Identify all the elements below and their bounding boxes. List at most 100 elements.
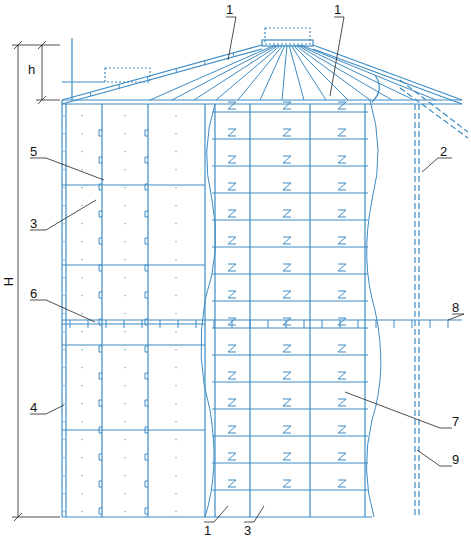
stroke — [99, 373, 100, 379]
stroke — [125, 349, 126, 350]
stroke — [228, 129, 236, 130]
stroke — [430, 320, 431, 328]
stroke — [228, 352, 236, 353]
stroke — [145, 433, 148, 434]
stroke — [82, 457, 83, 458]
stroke — [212, 463, 368, 464]
stroke — [82, 259, 83, 260]
stroke — [394, 320, 395, 328]
stroke — [125, 475, 126, 476]
stroke — [176, 241, 177, 242]
stroke — [176, 169, 177, 170]
stroke — [145, 130, 148, 131]
stroke — [145, 460, 148, 461]
stroke — [99, 460, 102, 461]
stroke — [228, 183, 236, 184]
stroke — [64, 313, 65, 314]
stroke — [228, 406, 236, 407]
stroke — [338, 352, 346, 353]
stroke — [338, 291, 346, 298]
stroke — [145, 184, 148, 185]
stroke — [228, 183, 236, 190]
stroke — [64, 115, 65, 116]
stroke — [283, 399, 291, 400]
stroke — [228, 480, 236, 487]
stroke — [145, 373, 148, 374]
stroke — [64, 367, 65, 368]
stroke — [99, 217, 102, 218]
stroke — [99, 130, 100, 136]
stroke — [99, 211, 102, 212]
stroke — [99, 514, 102, 515]
stroke — [283, 244, 291, 245]
stroke — [228, 372, 236, 373]
stroke — [283, 156, 291, 163]
stroke — [125, 115, 126, 116]
stroke — [228, 210, 236, 211]
stroke — [145, 163, 148, 164]
stroke — [142, 320, 143, 328]
stroke — [176, 403, 177, 404]
stroke — [82, 511, 83, 512]
stroke — [145, 400, 146, 406]
stroke — [145, 454, 148, 455]
stroke — [228, 379, 236, 380]
stroke — [99, 244, 102, 245]
stroke — [260, 45, 285, 100]
stroke — [176, 457, 177, 458]
dimension-label: h — [28, 63, 35, 76]
stroke — [99, 211, 100, 217]
stroke — [212, 328, 368, 329]
stroke — [99, 508, 102, 509]
stroke — [119, 84, 120, 88]
stroke — [228, 264, 236, 265]
stroke — [99, 481, 102, 482]
stroke — [99, 433, 102, 434]
stroke — [99, 184, 100, 190]
stroke — [90, 92, 91, 96]
stroke — [338, 298, 346, 299]
stroke — [64, 475, 65, 476]
stroke — [338, 156, 346, 157]
stroke — [125, 169, 126, 170]
stroke — [338, 183, 346, 190]
stroke — [228, 210, 236, 217]
stroke — [99, 157, 102, 158]
stroke — [64, 457, 65, 458]
stroke — [204, 61, 205, 65]
stroke — [64, 385, 65, 386]
stroke — [228, 136, 236, 137]
stroke — [212, 274, 368, 275]
stroke — [145, 292, 146, 298]
stroke — [145, 514, 148, 515]
stroke — [283, 136, 291, 137]
callout-number: 5 — [30, 145, 37, 158]
stroke — [196, 320, 197, 328]
stroke — [283, 102, 291, 109]
stroke — [283, 487, 291, 488]
stroke — [82, 385, 83, 386]
stroke — [295, 45, 370, 100]
callout-number: 9 — [452, 453, 459, 466]
stroke — [64, 493, 65, 494]
stroke — [283, 460, 291, 461]
stroke — [301, 45, 436, 100]
stroke — [99, 292, 100, 298]
stroke — [64, 205, 65, 206]
stroke — [145, 319, 146, 325]
stroke — [176, 421, 177, 422]
stroke — [283, 379, 291, 380]
stroke — [99, 487, 102, 488]
stroke — [160, 320, 161, 328]
stroke — [338, 102, 346, 103]
stroke — [145, 271, 148, 272]
stroke — [82, 241, 83, 242]
stroke — [228, 102, 236, 109]
stroke — [125, 187, 126, 188]
stroke — [212, 220, 368, 221]
stroke — [212, 382, 368, 383]
stroke — [145, 190, 148, 191]
stroke — [338, 399, 346, 406]
stroke — [228, 487, 236, 488]
stroke — [212, 355, 368, 356]
